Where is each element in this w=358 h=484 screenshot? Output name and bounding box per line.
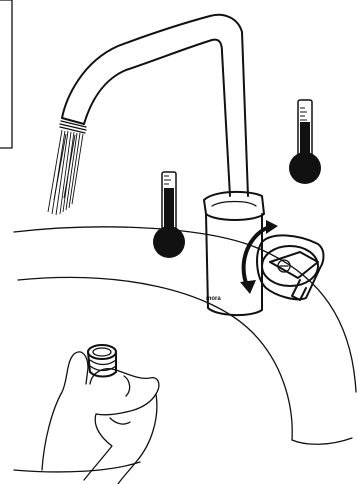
water-stream (47, 129, 84, 216)
sink-basin (13, 226, 357, 473)
frame-edge (0, 0, 13, 149)
hot-thermometer-icon (289, 99, 321, 184)
brand-label: mora (206, 296, 221, 302)
detached-aerator (87, 344, 117, 378)
cold-thermometer-icon (153, 171, 185, 258)
faucet-body (203, 190, 265, 316)
hand-holding-aerator (41, 351, 160, 484)
faucet-spout (61, 13, 249, 197)
aerator (59, 120, 87, 134)
rotate-arrows-icon (240, 220, 278, 294)
faucet-handle (256, 234, 325, 301)
